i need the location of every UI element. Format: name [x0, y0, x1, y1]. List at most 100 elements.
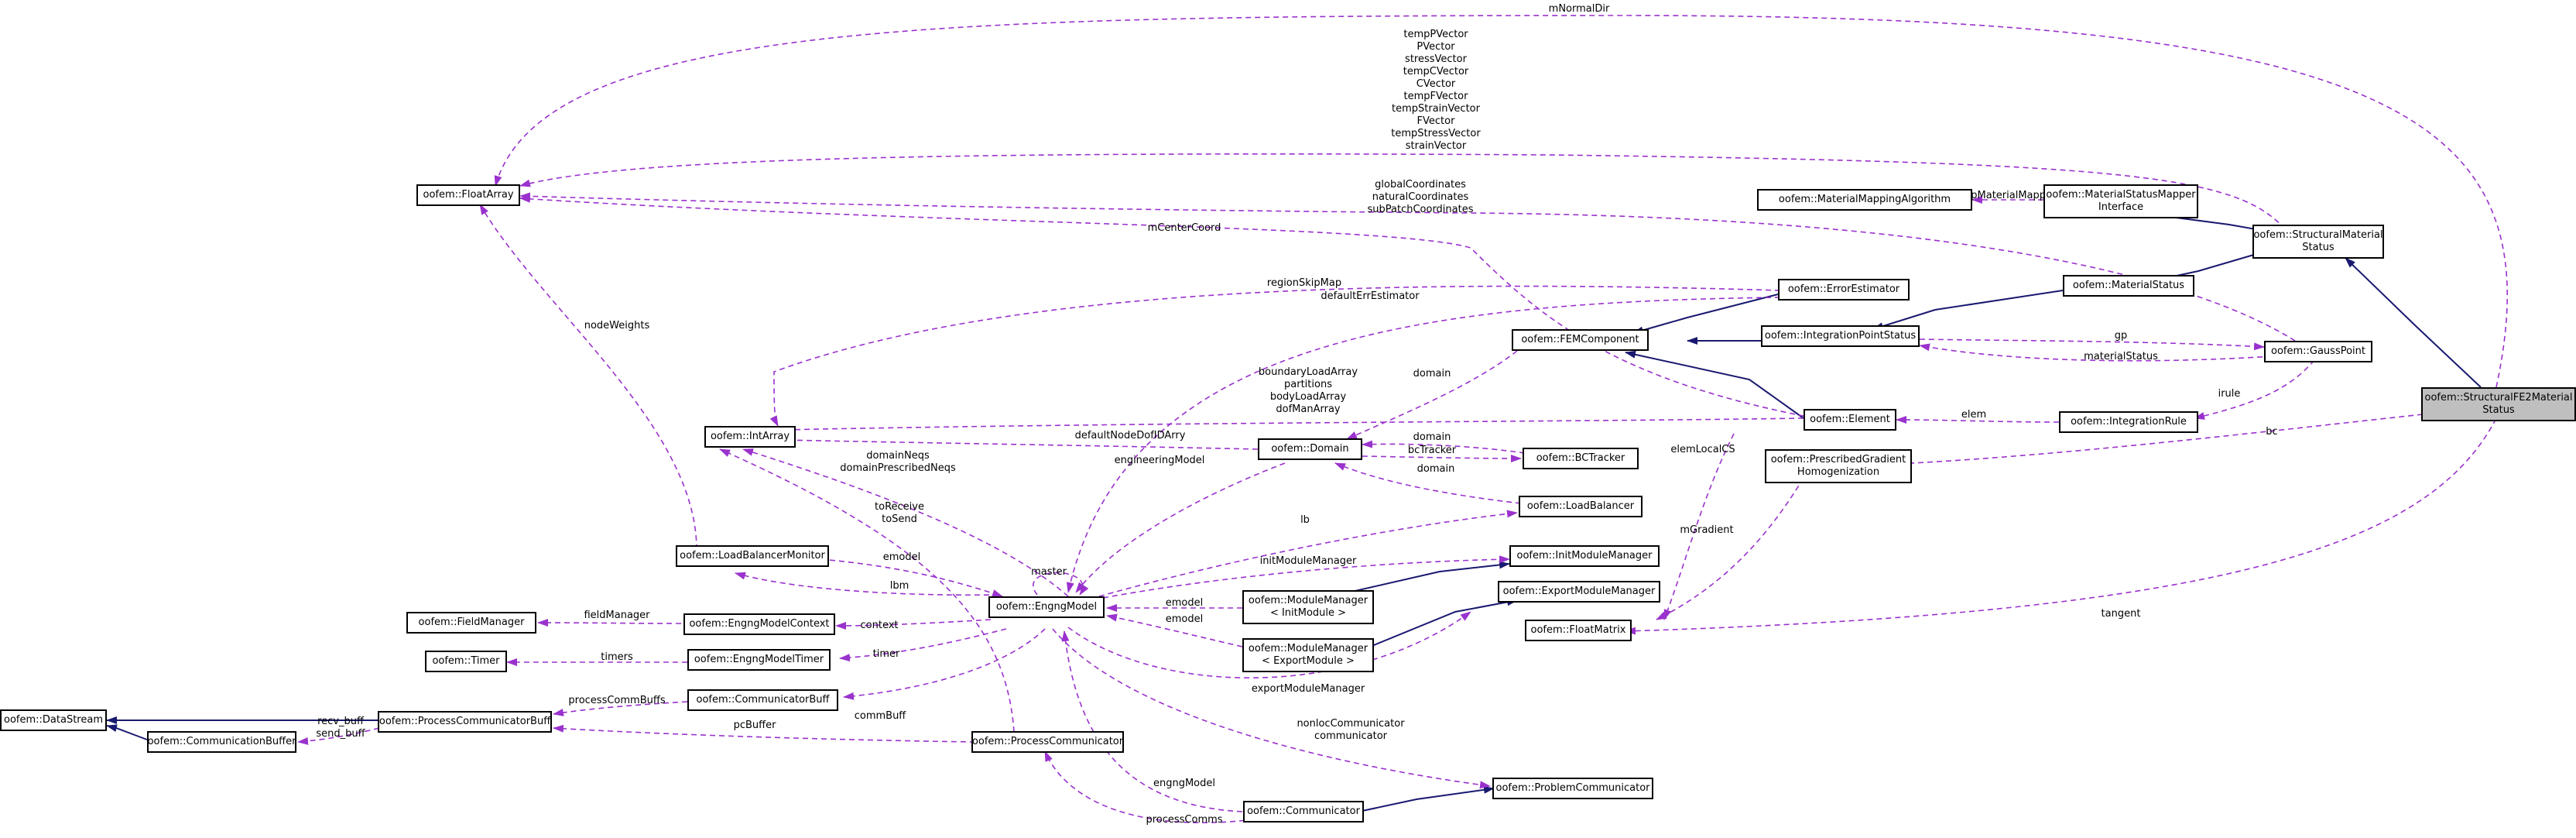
node-communicator[interactable]: oofem::Communicator — [1243, 801, 1364, 823]
label-mpMaterialMapper: mpMaterialMapper — [1961, 190, 2057, 201]
edge-timer — [839, 628, 1007, 662]
node-ipstatus[interactable]: oofem::IntegrationPointStatus — [1761, 325, 1920, 347]
edge-recvsend — [297, 727, 380, 745]
node-pcbuff[interactable]: oofem::ProcessCommunicatorBuff — [378, 711, 552, 733]
node-emtimer[interactable]: oofem::EngngModelTimer — [687, 649, 831, 671]
svg-text:domainNeqs: domainNeqs — [866, 450, 930, 462]
node-timer[interactable]: oofem::Timer — [425, 651, 507, 672]
label-master: master — [1031, 566, 1067, 578]
node-mminit[interactable]: oofem::ModuleManager< InitModule > — [1242, 590, 1374, 624]
label-vectors: tempPVector PVector stressVector tempCVe… — [1391, 29, 1481, 152]
edge-tangent — [1625, 410, 2501, 635]
svg-text:partitions: partitions — [1284, 379, 1332, 390]
node-mmalgo[interactable]: oofem::MaterialMappingAlgorithm — [1757, 189, 1972, 211]
edge-mNormalDir — [494, 15, 2509, 388]
svg-text:domainPrescribedNeqs: domainPrescribedNeqs — [840, 462, 956, 474]
label-domain-lb: domain — [1417, 463, 1455, 475]
label-lbm: lbm — [890, 580, 909, 592]
node-commbuff[interactable]: oofem::CommunicatorBuff — [687, 689, 838, 711]
svg-text:bodyLoadArray: bodyLoadArray — [1270, 391, 1347, 403]
node-intarray[interactable]: oofem::IntArray — [704, 426, 796, 448]
edge-mminit-initmm — [1331, 561, 1510, 597]
label-timers: timers — [601, 651, 633, 663]
edge-master — [1033, 572, 1089, 596]
svg-text:toReceive: toReceive — [875, 501, 924, 513]
label-emodel-init: emodel — [1166, 597, 1203, 609]
edge-processComms — [1044, 750, 1255, 824]
node-femcomponent[interactable]: oofem::FEMComponent — [1512, 329, 1649, 351]
edge-materialstatus-ipstatus — [1872, 290, 2064, 330]
edge-commBuff — [843, 628, 1046, 700]
edge-domain-bc — [1362, 440, 1526, 454]
edge-emodel-lbm — [820, 558, 1003, 597]
node-fieldmanager[interactable]: oofem::FieldManager — [406, 612, 536, 634]
svg-text:dofManArray: dofManArray — [1276, 404, 1341, 415]
edge-coords — [519, 192, 2296, 342]
label-context: context — [861, 620, 899, 631]
svg-text:naturalCoordinates: naturalCoordinates — [1372, 191, 1469, 203]
node-mmexport[interactable]: oofem::ModuleManager< ExportModule > — [1242, 638, 1374, 672]
node-commbuffer[interactable]: oofem::CommunicationBuffer — [147, 731, 296, 753]
label-nodeWeights: nodeWeights — [584, 320, 650, 331]
node-initmm[interactable]: oofem::InitModuleManager — [1509, 545, 1660, 567]
node-bctracker[interactable]: oofem::BCTracker — [1523, 448, 1639, 469]
label-engineeringModel: engineeringModel — [1115, 455, 1205, 466]
label-mNormalDir: mNormalDir — [1549, 3, 1610, 15]
label-timer: timer — [873, 648, 900, 660]
edge-pcBuffer — [553, 724, 976, 743]
node-emcontext[interactable]: oofem::EngngModelContext — [683, 613, 835, 635]
node-element[interactable]: oofem::Element — [1804, 409, 1896, 431]
label-domain-fem: domain — [1413, 368, 1451, 380]
edge-elem — [1896, 416, 2060, 424]
label-toRecvSend: toReceive toSend — [875, 501, 924, 525]
edge-lbm — [735, 572, 999, 596]
svg-text:tempCVector: tempCVector — [1403, 66, 1469, 77]
edge-element-femcomp — [1625, 350, 1804, 419]
node-processcomm[interactable]: oofem::ProcessCommunicator — [971, 731, 1124, 753]
edge-context — [835, 619, 992, 630]
node-exportmm[interactable]: oofem::ExportModuleManager — [1498, 581, 1660, 603]
node-loadbalancer[interactable]: oofem::LoadBalancer — [1519, 496, 1643, 517]
label-processComms: processComms — [1146, 814, 1222, 826]
edge-processCommBuffs — [553, 701, 688, 716]
label-nonlocComm: nonlocCommunicator communicator — [1297, 718, 1405, 742]
label-elemArrays: boundaryLoadArray partitions bodyLoadArr… — [1259, 366, 1358, 415]
node-domain[interactable]: oofem::Domain — [1258, 438, 1362, 460]
node-datastream[interactable]: oofem::DataStream — [0, 709, 107, 731]
label-bcTracker: bcTracker — [1408, 445, 1457, 456]
label-elemLocalCS: elemLocalCS — [1670, 444, 1735, 455]
label-initModuleManager: initModuleManager — [1260, 555, 1357, 567]
svg-text:strainVector: strainVector — [1406, 140, 1467, 152]
edge-vectors — [519, 153, 2292, 237]
label-recvsend: recv_buff send_buff — [316, 716, 365, 740]
node-materialstatus[interactable]: oofem::MaterialStatus — [2063, 275, 2194, 297]
node-floatarray[interactable]: oofem::FloatArray — [416, 184, 520, 206]
label-tangent: tangent — [2102, 608, 2141, 620]
node-integrationrule[interactable]: oofem::IntegrationRule — [2059, 411, 2198, 433]
edge-elemArrays — [781, 417, 1804, 434]
label-elem: elem — [1961, 409, 1986, 421]
label-fieldManager: fieldManager — [584, 610, 650, 621]
node-floatmatrix[interactable]: oofem::FloatMatrix — [1525, 620, 1632, 641]
label-mCenterCoord: mCenterCoord — [1148, 222, 1221, 234]
node-lbmonitor[interactable]: oofem::LoadBalancerMonitor — [676, 545, 829, 567]
svg-text:communicator: communicator — [1314, 730, 1388, 742]
svg-text:toSend: toSend — [882, 513, 917, 525]
svg-text:recv_buff: recv_buff — [317, 716, 365, 727]
node-errorestimator[interactable]: oofem::ErrorEstimator — [1778, 279, 1910, 301]
svg-text:stressVector: stressVector — [1405, 53, 1468, 65]
svg-text:tempFVector: tempFVector — [1404, 91, 1469, 102]
edge-engngModel — [1061, 630, 1243, 812]
node-gausspoint[interactable]: oofem::GaussPoint — [2264, 341, 2372, 362]
label-bc: bc — [2266, 426, 2277, 438]
node-engngmodel[interactable]: oofem::EngngModel — [988, 596, 1105, 618]
edge-errest-femcomp — [1632, 294, 1779, 335]
node-problemcomm[interactable]: oofem::ProblemCommunicator — [1492, 778, 1653, 799]
svg-text:PVector: PVector — [1416, 41, 1455, 53]
edge-gp — [1919, 338, 2265, 351]
